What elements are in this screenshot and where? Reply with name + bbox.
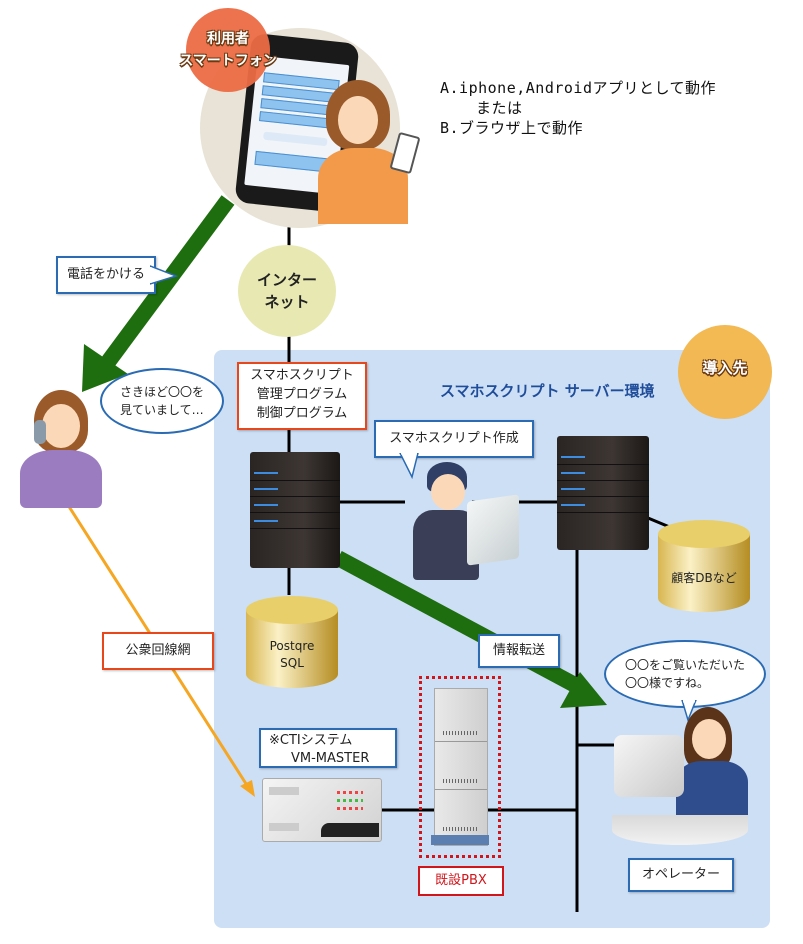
feature-note-line3: B.ブラウザ上で動作 xyxy=(440,119,584,137)
call-arrow xyxy=(82,195,235,392)
operator-speech-line1: 〇〇をご覧いただいた xyxy=(624,658,745,672)
cti-system-label: ※CTIシステム VM-MASTER xyxy=(259,728,397,768)
feature-note-line1: A.iphone,Androidアプリとして動作 xyxy=(440,79,717,97)
script-creation-pointer xyxy=(399,453,419,479)
feature-note-line2: または xyxy=(476,99,523,117)
caller-woman-illustration xyxy=(14,390,104,510)
operator-monitor-icon xyxy=(614,735,684,797)
call-label-pointer xyxy=(150,265,179,285)
info-transfer-label: 情報転送 xyxy=(478,634,560,668)
caller-speech-line2: 見ていまして… xyxy=(119,403,204,417)
deployment-badge xyxy=(678,325,772,419)
public-network-arrowhead xyxy=(240,780,255,797)
customer-db-label: 顧客DBなど xyxy=(671,571,737,585)
postgres-db-line2: SQL xyxy=(280,656,304,670)
main-server-icon xyxy=(250,452,340,568)
public-network-label: 公衆回線網 xyxy=(102,632,214,670)
user-badge xyxy=(186,8,270,92)
operator-speech-pointer xyxy=(681,700,697,722)
postgres-db-label: Postqre SQL xyxy=(244,638,340,672)
operator-speech-bubble: 〇〇をご覧いただいた 〇〇様ですね。 xyxy=(604,640,766,708)
engineer-illustration xyxy=(405,458,525,598)
pbx-highlight-frame xyxy=(419,676,501,858)
operator-illustration xyxy=(612,705,752,845)
user-badge-line2: スマートフォン xyxy=(179,53,277,69)
internet-line1: インター xyxy=(256,271,317,289)
secondary-server-icon xyxy=(557,436,649,550)
server-program-line2: 管理プログラム xyxy=(256,387,348,402)
customer-db-icon xyxy=(658,520,750,612)
operator-label: オペレーター xyxy=(628,858,734,892)
cti-system-line1: ※CTIシステム xyxy=(269,733,353,748)
deployment-badge-label: 導入先 xyxy=(702,359,748,377)
operator-speech-line2: 〇〇様ですね。 xyxy=(624,676,709,690)
caller-speech-bubble: さきほど〇〇を 見ていまして… xyxy=(100,368,224,434)
user-woman-face xyxy=(338,96,378,144)
user-badge-line1: 利用者 xyxy=(207,31,249,47)
postgres-db-line1: Postqre xyxy=(269,639,315,653)
server-program-line3: 制御プログラム xyxy=(256,406,348,421)
script-creation-label: スマホスクリプト作成 xyxy=(374,420,534,458)
cti-system-line2: VM-MASTER xyxy=(291,751,370,766)
internet-line2: ネット xyxy=(264,293,310,311)
call-label: 電話をかける xyxy=(56,256,156,294)
caller-speech-line1: さきほど〇〇を xyxy=(119,385,204,399)
engineer-monitor-icon xyxy=(467,494,519,566)
server-program-label: スマホスクリプト 管理プログラム 制御プログラム xyxy=(237,362,367,430)
environment-title: スマホスクリプト サーバー環境 xyxy=(440,382,655,400)
cti-device-icon xyxy=(262,778,382,842)
internet-node: インター ネット xyxy=(238,245,336,337)
pbx-label: 既設PBX xyxy=(418,866,504,896)
server-program-line1: スマホスクリプト xyxy=(250,368,354,383)
feature-note: A.iphone,Androidアプリとして動作 または B.ブラウザ上で動作 xyxy=(440,78,716,138)
postgres-db-icon xyxy=(246,596,338,688)
pbx-cabinet-icon xyxy=(431,688,489,846)
telephone-receiver-icon xyxy=(34,420,46,444)
operator-desk xyxy=(612,815,748,845)
